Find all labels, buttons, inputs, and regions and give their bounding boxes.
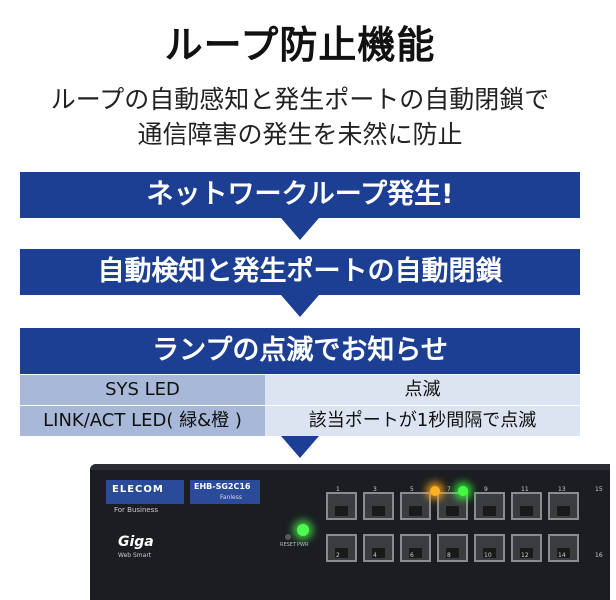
port-number: 5 [410, 486, 414, 493]
ethernet-port-icon [363, 492, 394, 520]
down-arrow-icon [281, 218, 319, 240]
port-number: 2 [336, 552, 340, 559]
step-lamp-notify: ランプの点滅でお知らせ [20, 328, 580, 374]
port-row-bottom [326, 534, 616, 562]
ethernet-port-icon [511, 534, 542, 562]
model-plate [190, 480, 260, 504]
ethernet-port-icon [437, 534, 468, 562]
down-arrow-icon [281, 436, 319, 458]
led-name-cell: SYS LED [20, 375, 265, 405]
port-number: 7 [447, 486, 451, 493]
down-arrow-icon [281, 295, 319, 317]
led-name-cell: LINK/ACT LED( 緑&橙 ) [20, 406, 265, 436]
link-act-led-orange-icon [430, 486, 440, 496]
port-number: 13 [558, 486, 566, 493]
link-act-led-green-icon [458, 486, 468, 496]
port-row-top [326, 492, 616, 520]
port-number: 9 [484, 486, 488, 493]
series-sub: Web Smart [118, 552, 152, 559]
brand-logo: ELECOM [112, 484, 164, 495]
model-name: EHB-SG2C16 [194, 482, 251, 491]
power-led-icon [297, 524, 309, 536]
page-title: ループ防止機能 [164, 23, 436, 67]
port-number: 11 [521, 486, 529, 493]
power-label: PWR [297, 542, 309, 548]
port-number: 12 [521, 552, 529, 559]
port-number: 3 [373, 486, 377, 493]
network-switch-image: ELECOM For Business EHB-SG2C16 Fanless G… [90, 464, 610, 600]
ethernet-port-icon [400, 534, 431, 562]
ethernet-port-icon [548, 534, 579, 562]
port-number: 15 [595, 486, 603, 493]
ethernet-port-icon [474, 492, 505, 520]
brand-sub: For Business [114, 506, 159, 514]
led-table: SYS LED 点滅 LINK/ACT LED( 緑&橙 ) 該当ポートが1秒間… [20, 374, 580, 436]
reset-label: RESET [280, 542, 297, 548]
port-number: 1 [336, 486, 340, 493]
step-auto-detect-close: 自動検知と発生ポートの自動閉鎖 [20, 249, 580, 295]
subtitle-line-1: ループの自動感知と発生ポートの自動閉鎖で [50, 85, 550, 114]
subtitle-line-2: 通信障害の発生を未然に防止 [137, 120, 463, 149]
model-sub: Fanless [220, 494, 242, 501]
ethernet-port-icon [326, 492, 357, 520]
led-behavior-cell: 点滅 [265, 375, 580, 405]
switch-top-edge [90, 464, 610, 470]
port-number: 16 [595, 552, 603, 559]
reset-button-icon [285, 534, 291, 540]
ethernet-port-icon [400, 492, 431, 520]
ethernet-port-icon [548, 492, 579, 520]
ethernet-port-icon [437, 492, 468, 520]
ethernet-port-icon [363, 534, 394, 562]
port-number: 4 [373, 552, 377, 559]
brand-plate [106, 480, 184, 504]
ethernet-port-icon [326, 534, 357, 562]
port-number: 14 [558, 552, 566, 559]
port-number: 6 [410, 552, 414, 559]
port-block [326, 492, 616, 576]
ethernet-port-icon [474, 534, 505, 562]
step-loop-occurs: ネットワークループ発生! [20, 172, 580, 218]
table-row: SYS LED 点滅 [20, 374, 580, 405]
table-row: LINK/ACT LED( 緑&橙 ) 該当ポートが1秒間隔で点滅 [20, 405, 580, 436]
port-number: 8 [447, 552, 451, 559]
series-logo: Giga [118, 534, 154, 550]
port-number: 10 [484, 552, 492, 559]
led-behavior-cell: 該当ポートが1秒間隔で点滅 [265, 406, 580, 436]
ethernet-port-icon [511, 492, 542, 520]
